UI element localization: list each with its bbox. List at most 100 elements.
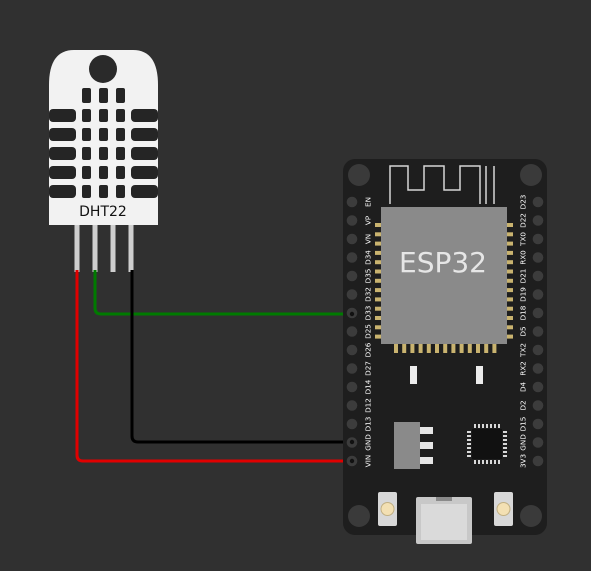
pin-label-right: GND [519,434,528,451]
pin-hole-right[interactable] [532,400,544,411]
pin-hole-left[interactable] [346,363,358,374]
chip-pad [435,344,439,353]
pin-hole-right[interactable] [532,363,544,374]
pin-label-left: D13 [364,417,373,432]
chip-pad [375,325,383,330]
uart-pad [490,460,492,464]
uart-pad [490,424,492,428]
pin-hole-right[interactable] [532,381,544,393]
pin-label-left: EN [364,197,373,207]
pin-label-right: TX0 [519,232,528,247]
pin-hole-left[interactable] [346,196,358,208]
chip-pad [505,278,513,283]
chip-pad [426,344,431,353]
boot-button[interactable] [494,492,513,526]
pin-hole-left[interactable] [346,270,358,282]
pin-hole-right[interactable] [532,418,544,430]
pin-hole-left[interactable] [346,289,358,300]
chip-pad [505,306,513,311]
pin-label-left: D26 [364,342,373,357]
pin-label-right: D5 [519,326,528,336]
pin-hole-right[interactable] [532,437,544,448]
pin-hole-left[interactable] [346,252,358,263]
wire-endpoint [349,458,355,464]
uart-pad [498,424,500,428]
chip-pad [476,344,480,353]
pin-label-right: D19 [519,287,528,302]
pin-hole-right[interactable] [532,270,544,282]
sensor-mount-hole [89,55,117,83]
right-header [532,196,544,467]
micro-usb-connector[interactable] [416,497,472,544]
pin-hole-right[interactable] [532,307,544,319]
pin-label-left: D25 [364,324,373,339]
wire-vcc[interactable] [75,270,352,463]
sensor-pin-gnd [128,224,134,272]
pin-hole-right[interactable] [532,215,544,226]
chip-pad [394,344,398,353]
pin-label-right: D18 [519,305,528,320]
left-header [346,196,358,467]
chip-pad [375,232,383,237]
pin-hole-right[interactable] [532,344,544,356]
pin-hole-right[interactable] [532,196,544,208]
smd-component [476,366,483,384]
board-mount-hole [520,505,542,527]
pin-hole-left[interactable] [346,233,358,245]
voltage-regulator [394,422,433,469]
pin-label-left: GND [364,434,373,451]
dht22-sensor[interactable]: DHT22 [49,50,158,272]
pin-hole-right[interactable] [532,252,544,263]
uart-pad [467,451,471,453]
pin-label-right: RX2 [519,361,528,376]
en-button[interactable] [378,492,397,526]
pin-hole-left[interactable] [346,400,358,411]
chip-pad [505,223,513,227]
wire-gnd[interactable] [130,270,352,444]
pin-label-right: TX2 [519,343,528,358]
pin-hole-right[interactable] [532,233,544,245]
uart-pad [482,460,484,464]
uart-pad [503,439,507,441]
chip-pad [505,241,513,246]
pin-hole-left[interactable] [346,418,358,430]
pin-label-right: D15 [519,417,528,432]
board-mount-hole [348,505,370,527]
chip-pad [418,344,423,353]
pin-hole-left[interactable] [346,344,358,356]
wire-data[interactable] [93,270,352,316]
chip-pad [410,344,415,353]
chip-pad [505,260,513,265]
chip-pad [505,269,513,274]
pin-hole-left[interactable] [346,215,358,226]
uart-pad [474,424,476,428]
pin-hole-left[interactable] [346,326,358,337]
wires [75,270,352,463]
wire-endpoint [349,311,355,317]
pin-hole-right[interactable] [532,326,544,337]
pin-hole-right[interactable] [532,289,544,300]
pin-label-left: D33 [364,306,373,321]
uart-pad [494,424,496,428]
chip-pads [375,223,513,353]
uart-pad [498,460,500,464]
chip-pad [467,344,472,353]
uart-pad [503,435,507,437]
chip-label: ESP32 [399,246,487,279]
esp32-board[interactable]: ESP32 [343,159,547,544]
chip-pad [505,250,513,255]
pin-label-left: D14 [364,379,373,394]
board-mount-hole [520,164,542,186]
pin-label-right: 3V3 [519,454,528,468]
pin-hole-left[interactable] [346,381,358,393]
uart-pad [494,460,496,464]
pin-label-left: D35 [364,269,373,284]
uart-pad [503,455,507,457]
uart-pad [503,443,507,445]
pin-hole-right[interactable] [532,455,544,467]
pin-label-left: VN [364,234,373,244]
chip-pad [484,344,489,353]
uart-pad [467,443,471,445]
uart-pad [486,460,488,464]
chip-pad [505,334,513,339]
